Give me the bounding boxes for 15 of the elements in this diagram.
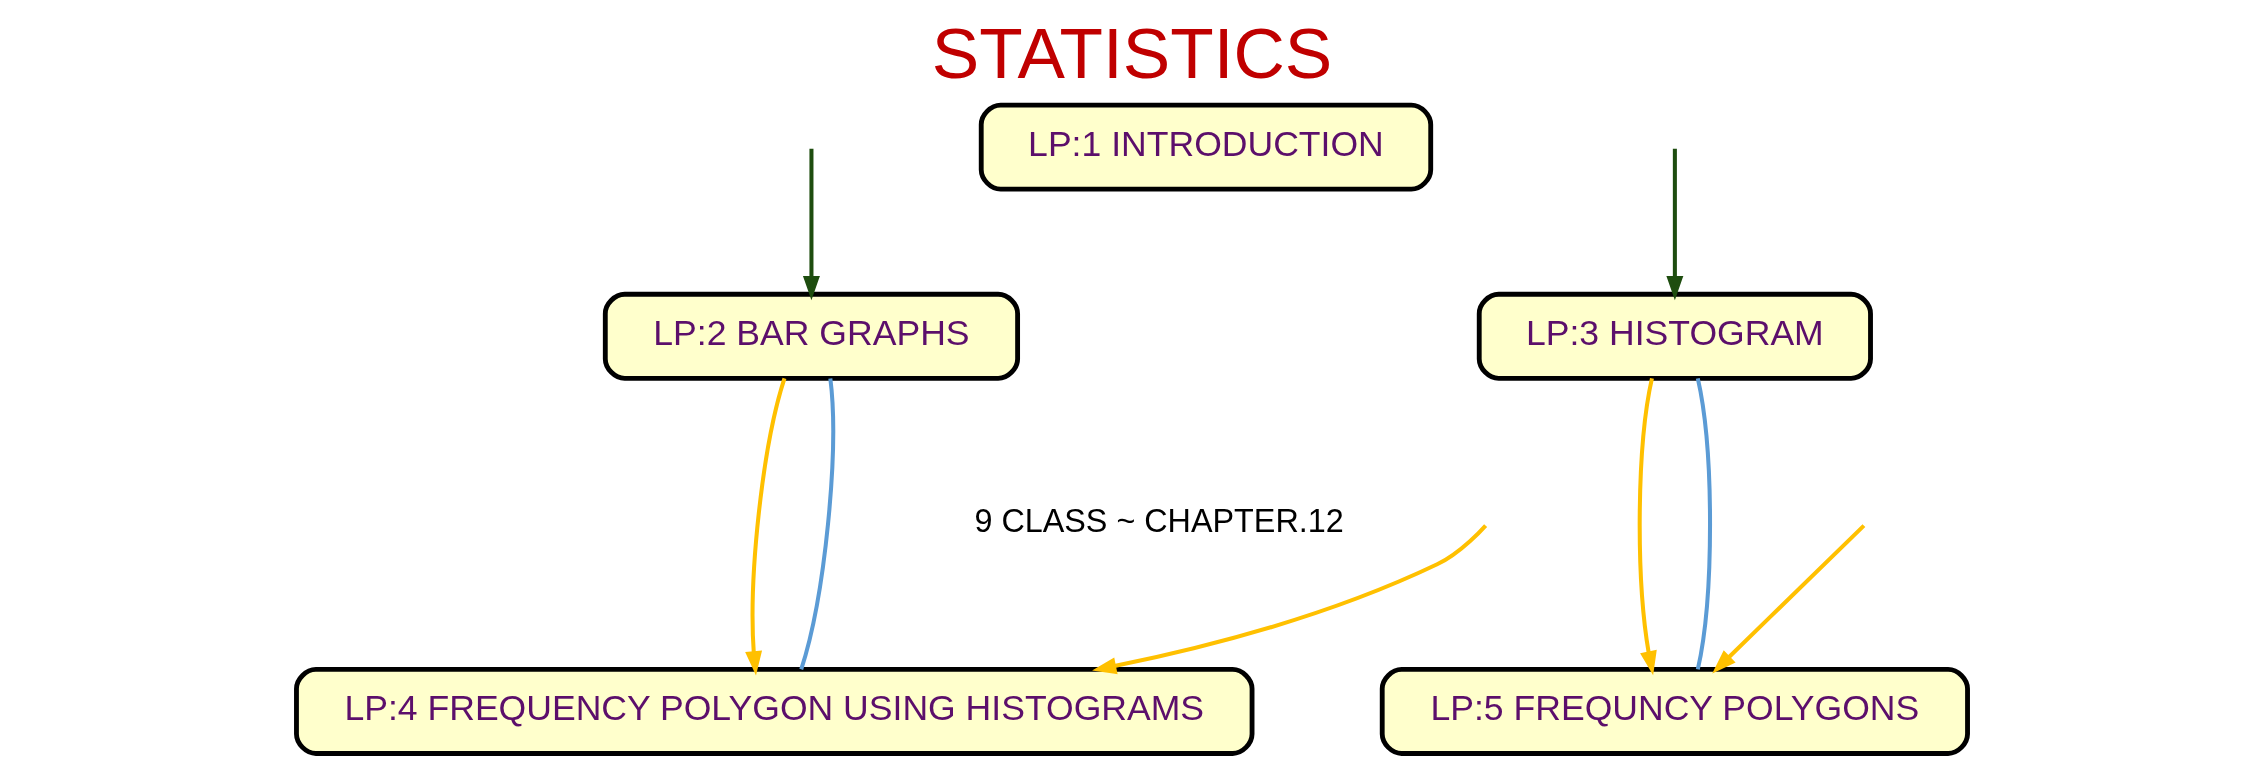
node-box: LP:1 INTRODUCTION <box>978 102 1433 192</box>
connector <box>1695 378 1712 670</box>
arrow <box>802 148 820 301</box>
node-box: LP:4 FREQUENCY POLYGON USING HISTOGRAMS <box>293 666 1254 756</box>
arrow <box>1637 378 1657 676</box>
arrow <box>1665 148 1683 301</box>
label: 9 CLASS ~ CHAPTER.12 <box>973 502 1344 539</box>
connector <box>798 378 835 670</box>
arrow <box>1711 524 1865 674</box>
node-box: LP:5 FREQUNCY POLYGONS <box>1379 666 1970 756</box>
node-box: LP:3 HISTOGRAM <box>1476 291 1873 381</box>
arrow <box>1091 524 1487 675</box>
node-box: LP:2 BAR GRAPHS <box>602 291 1020 381</box>
arrow <box>744 377 786 676</box>
diagram-title: STATISTICS <box>931 13 1332 93</box>
